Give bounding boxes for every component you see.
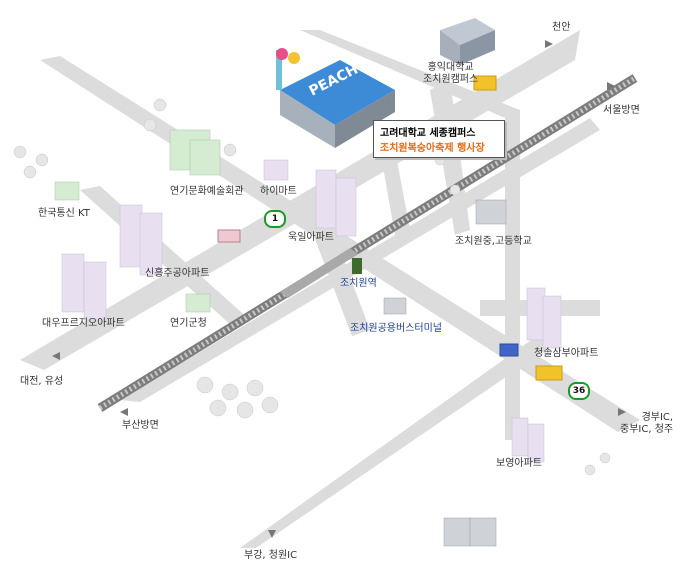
- balloon-yellow: [288, 52, 300, 64]
- vehicles: [217, 75, 563, 381]
- station-marker: [352, 258, 362, 274]
- apartment-buildings: [61, 159, 562, 463]
- balloon-string: [276, 50, 282, 90]
- road-south: [240, 330, 560, 548]
- label-bugang: 부강, 청원IC: [244, 550, 298, 561]
- arrow-daejeon: [52, 352, 60, 360]
- label-hongik: 홍익대학교 조치원캠퍼스: [423, 62, 479, 85]
- label-kt: 한국통신 KT: [38, 208, 90, 219]
- apt-cheongsol-1: [526, 287, 546, 341]
- apt-boyeong-2: [527, 423, 545, 463]
- label-bus-terminal: 조치원공용버스터미널: [350, 323, 442, 334]
- campus-callout: 고려대학교 세종캠퍼스 조치원복숭아축제 행사장: [373, 120, 505, 158]
- himart-building: [263, 159, 289, 181]
- label-yeongi-office: 연기군청: [170, 318, 207, 329]
- apt-daewoo-1: [61, 253, 85, 313]
- direction-arrows: [52, 40, 626, 538]
- arrow-seoul: [607, 82, 615, 90]
- arrow-bugang: [268, 530, 276, 538]
- railway: [97, 74, 638, 412]
- bus-route36: [535, 365, 563, 381]
- bus-hongik: [473, 75, 497, 91]
- label-himart: 하이마트: [260, 186, 297, 197]
- callout-event-name: 조치원복숭아축제 행사장: [380, 143, 485, 154]
- apt-sinheung-2: [139, 212, 163, 276]
- label-sinheung-apt: 신흥주공아파트: [145, 268, 210, 279]
- road-north-connector: [300, 30, 520, 118]
- yeongi-office-building: [185, 293, 211, 313]
- factory-1: [443, 517, 471, 547]
- apt-ugil-1: [315, 169, 337, 229]
- label-jochiwon-station: 조치원역: [340, 278, 377, 289]
- callout-campus-name: 고려대학교 세종캠퍼스: [380, 128, 476, 139]
- label-daejeon: 대전, 유성: [20, 376, 64, 387]
- label-busan-direction: 부산방면: [122, 420, 159, 431]
- hongik-building: [440, 18, 495, 65]
- label-cheonan: 천안: [552, 22, 571, 33]
- label-ugil-apt: 욱일아파트: [288, 232, 334, 243]
- label-jochiwon-school: 조치원중,고등학교: [455, 236, 532, 247]
- road-center-spur: [380, 150, 410, 235]
- route-1-badge: 1: [264, 210, 286, 228]
- label-daewoo-apt: 대우프르지오아파트: [42, 318, 125, 329]
- civic-buildings: [54, 129, 221, 313]
- apt-daewoo-2: [83, 261, 107, 321]
- label-yeongi-culture: 연기문화예술회관: [170, 186, 244, 197]
- arrow-gyeongbu: [618, 408, 626, 416]
- bus-terminal-building: [383, 297, 407, 315]
- route-36-badge: 36: [568, 382, 590, 400]
- jochiwon-school-building: [475, 199, 507, 225]
- truck: [217, 229, 241, 243]
- arrow-cheonan: [545, 40, 553, 48]
- bus-terminal-vehicle: [499, 343, 519, 357]
- balloon-pink: [276, 48, 288, 60]
- arrow-busan: [120, 408, 128, 416]
- apt-sinheung-1: [119, 204, 143, 268]
- label-boyeong-apt: 보영아파트: [496, 458, 542, 469]
- apt-ugil-2: [335, 177, 357, 237]
- school-buildings: [383, 199, 507, 547]
- peach-roof: [280, 60, 395, 125]
- label-gyeongbu-ic: 경부IC, 중부IC, 청주: [620, 412, 674, 435]
- train: [280, 248, 358, 298]
- kt-building: [54, 181, 80, 201]
- factory-2: [469, 517, 497, 547]
- road-vertical-east: [505, 110, 520, 440]
- apt-boyeong-1: [511, 417, 529, 457]
- label-cheongsol-apt: 청솔삼부아파트: [534, 348, 599, 359]
- label-seoul-direction: 서울방면: [603, 105, 640, 116]
- apt-cheongsol-2: [542, 295, 562, 349]
